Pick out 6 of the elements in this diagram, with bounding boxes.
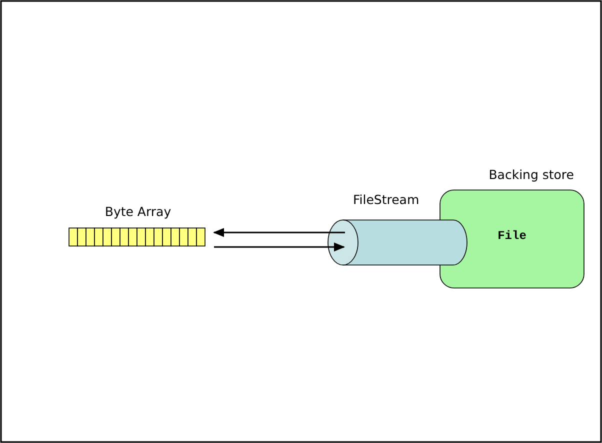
- array-title: Byte Array: [104, 204, 172, 219]
- file-label: File: [496, 229, 528, 243]
- arrow: [212, 228, 345, 237]
- stream-title: FileStream: [353, 192, 420, 207]
- store-title: Backing store: [488, 167, 574, 182]
- arrow: [214, 242, 346, 252]
